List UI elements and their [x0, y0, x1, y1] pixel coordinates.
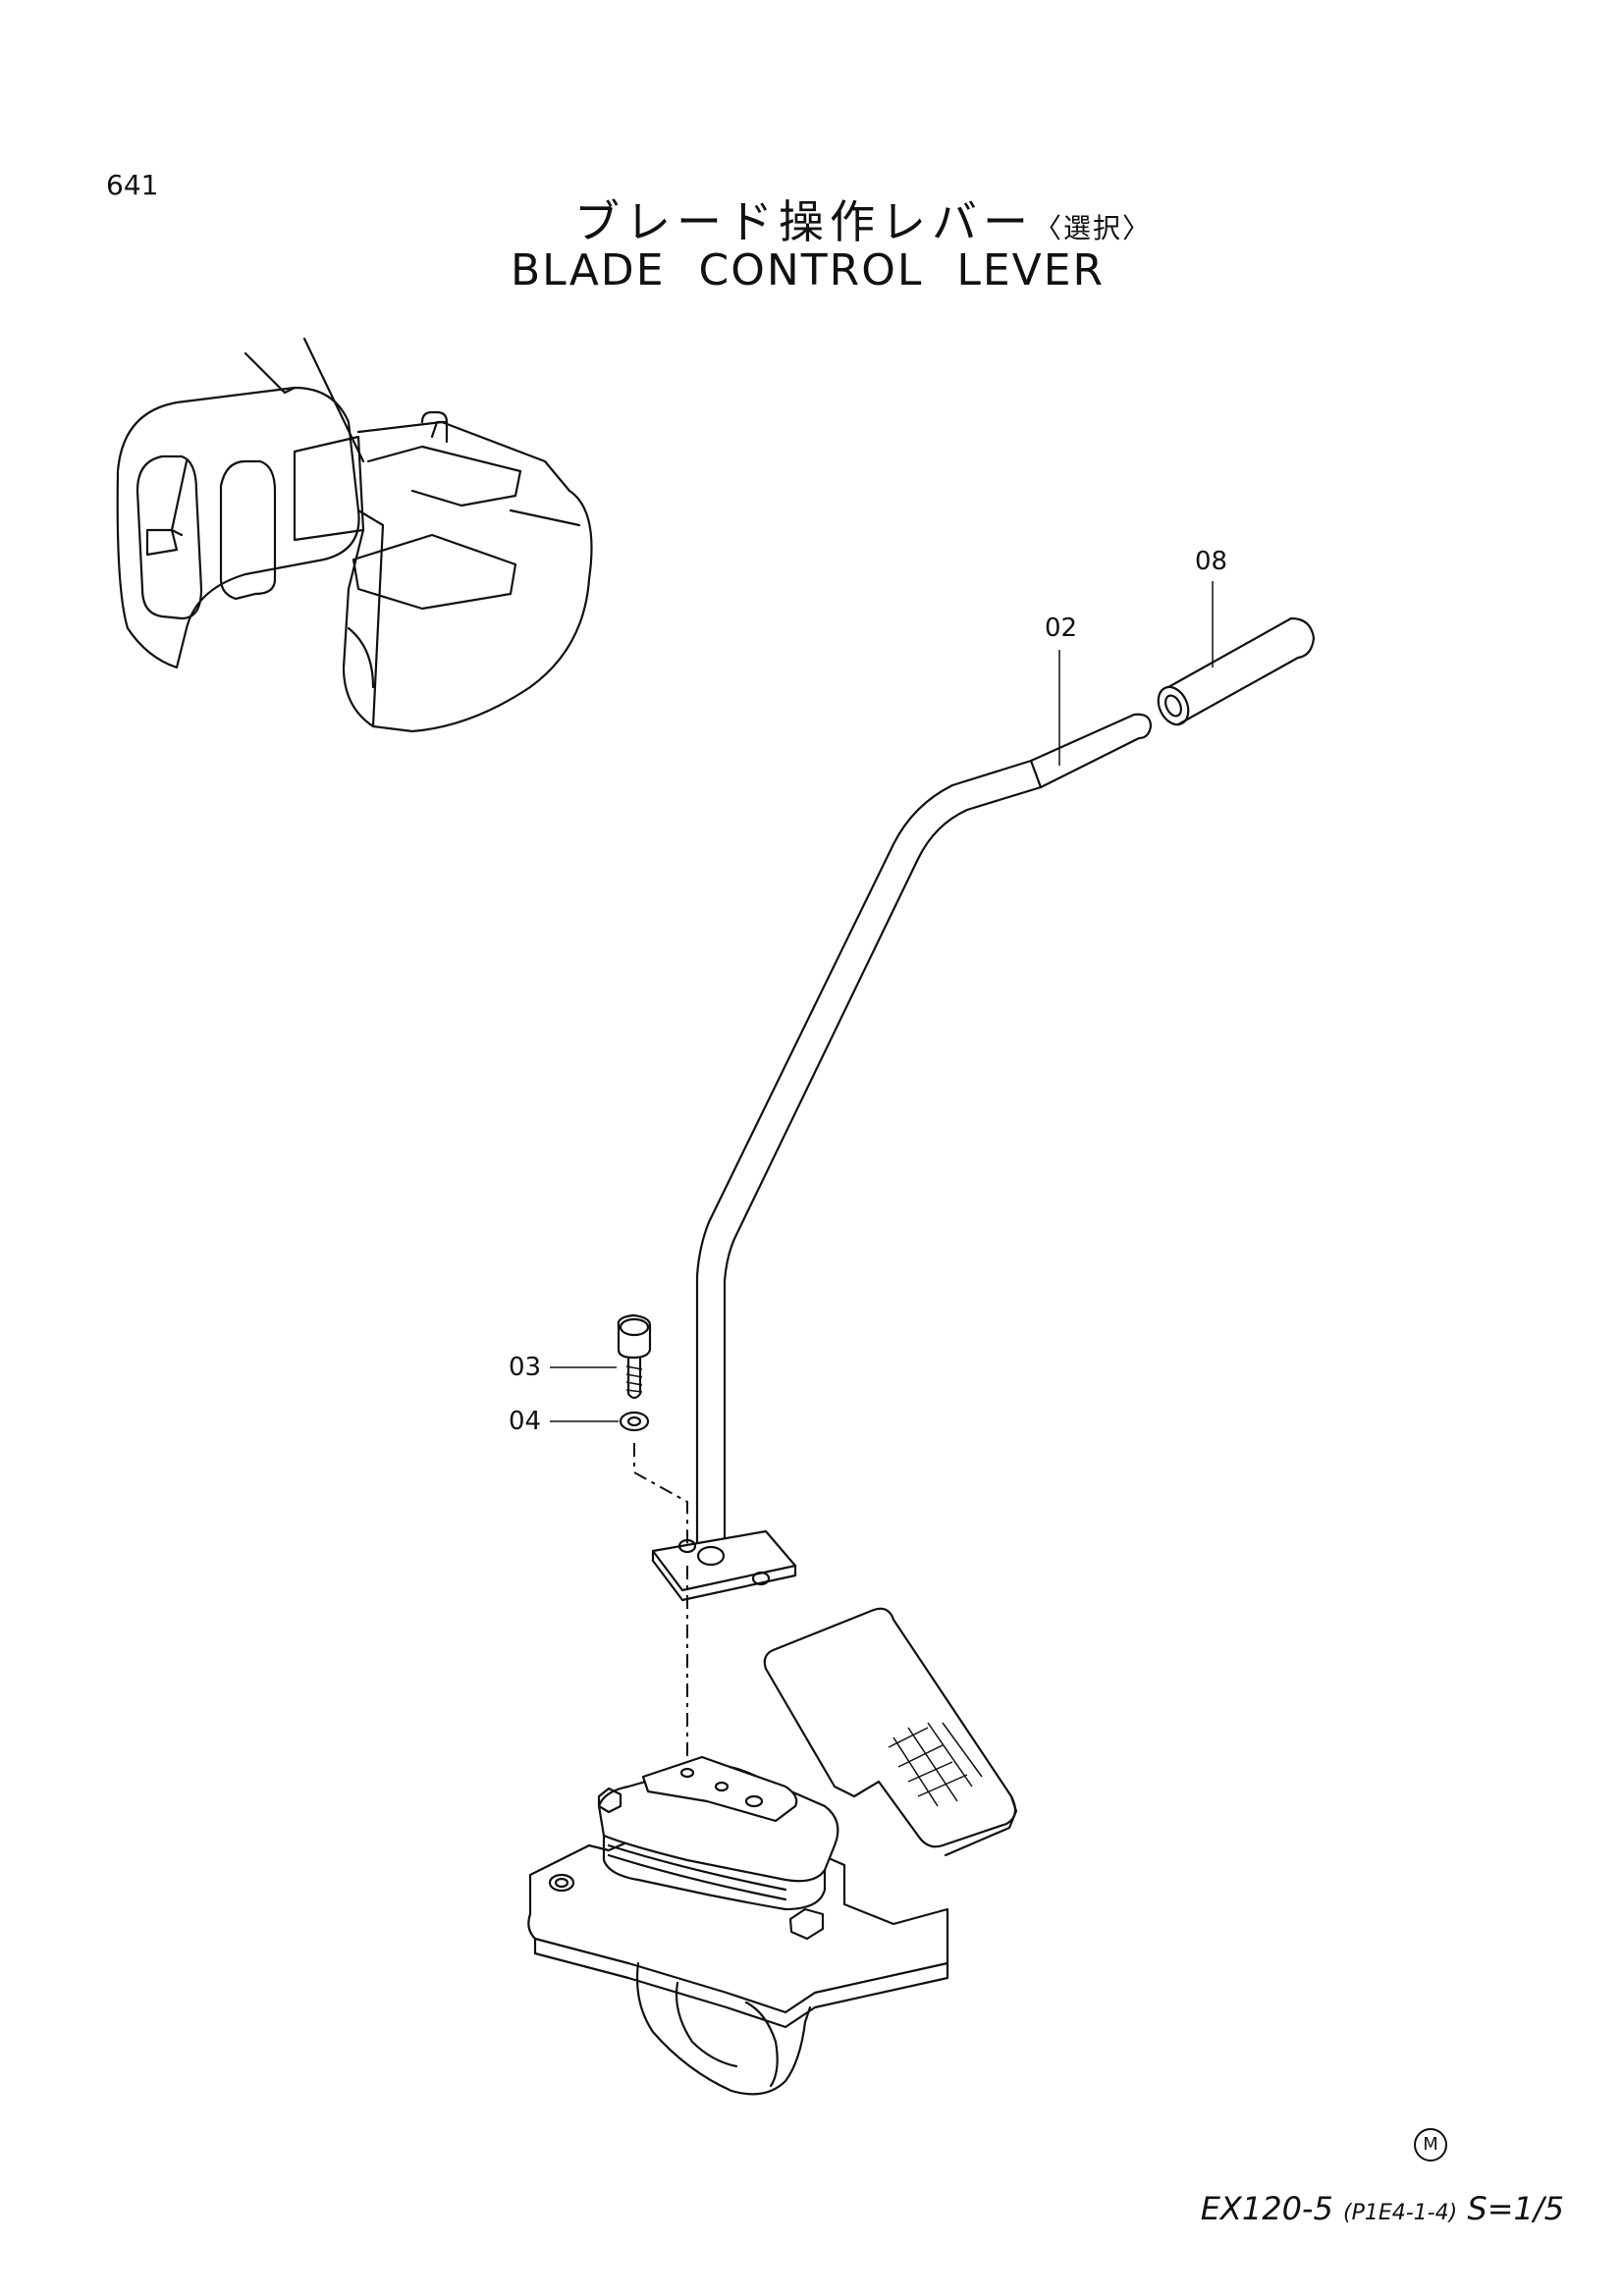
washer-part-04 — [619, 1411, 650, 1432]
title-japanese-suffix: 〈選択〉 — [1034, 212, 1153, 244]
callout-04: 04 — [509, 1407, 542, 1436]
footer-model: EX120-5 — [1200, 2190, 1333, 2227]
title-english: BLADE CONTROL LEVER — [511, 245, 1106, 295]
circled-m-mark: M — [1414, 2128, 1447, 2162]
footer-scale: S=1/5 — [1467, 2190, 1564, 2227]
mounting-plate — [651, 1529, 797, 1602]
excavator-overview-illustration — [116, 337, 593, 733]
assembly-line-bolt — [633, 1443, 688, 1546]
leader-lines — [550, 581, 1214, 1422]
callout-03: 03 — [509, 1353, 542, 1382]
grip-part-08 — [1157, 616, 1316, 726]
title-japanese-main: ブレード操作レバー — [574, 195, 1034, 248]
callout-02: 02 — [1045, 614, 1078, 643]
foot-pedal — [763, 1607, 1018, 1857]
footer-ref: (P1E4-1-4) — [1343, 2201, 1458, 2225]
footer-model-code: EX120-5 (P1E4-1-4) S=1/5 — [1201, 2190, 1564, 2227]
callout-08: 08 — [1195, 547, 1228, 576]
bolt-part-03 — [617, 1313, 652, 1400]
lever-rod-part-02 — [695, 713, 1153, 1573]
title-japanese: ブレード操作レバー〈選択〉 — [574, 187, 1152, 251]
pilot-valve-base — [527, 1755, 949, 2096]
page-number: 641 — [106, 169, 159, 201]
